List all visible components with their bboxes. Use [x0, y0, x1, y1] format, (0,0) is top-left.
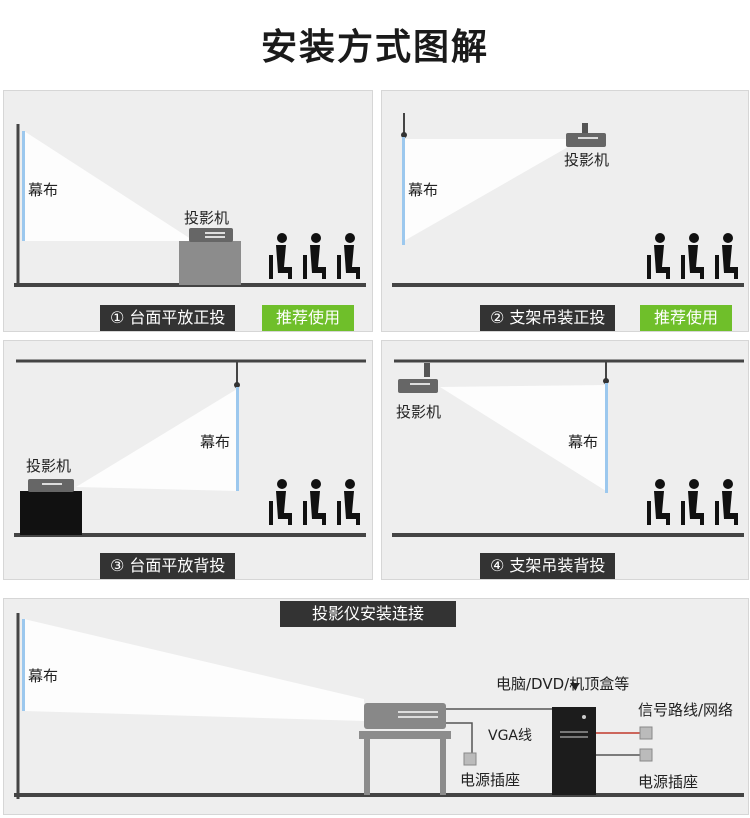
- projector-label: 投影机: [564, 151, 610, 169]
- vga-cable-label: VGA线: [488, 728, 533, 744]
- panel-table-front-projection: 幕布 投影机 ① 台面平放正投 推荐使用: [3, 90, 373, 332]
- panel-1-illustration: [14, 124, 366, 287]
- panel-table-rear-projection: 幕布 投影机 ③ 台面平放背投: [3, 340, 373, 580]
- screen-label: 幕布: [200, 433, 231, 451]
- caption-1: ① 台面平放正投: [100, 305, 236, 331]
- panel-3-illustration: [14, 359, 366, 537]
- connection-title: 投影仪安装连接: [280, 601, 457, 627]
- screen-label: 幕布: [568, 433, 599, 451]
- power-socket-right-label: 电源插座: [638, 773, 699, 791]
- projector-label: 投影机: [396, 403, 442, 421]
- caption-2: ② 支架吊装正投: [480, 305, 616, 331]
- connection-screen-label: 幕布: [28, 667, 59, 685]
- projector-label: 投影机: [184, 209, 230, 227]
- projector-label: 投影机: [26, 457, 72, 475]
- caption-4: ④ 支架吊装背投: [480, 553, 616, 579]
- computer-label: 电脑/DVD/机顶盒等: [496, 675, 630, 693]
- panel-2-illustration: [392, 113, 744, 287]
- power-socket-left-label: 电源插座: [460, 771, 521, 789]
- signal-network-label: 信号路线/网络: [638, 701, 734, 719]
- panel-ceiling-front-projection: 幕布 投影机 ② 支架吊装正投 推荐使用: [381, 90, 749, 332]
- connection-illustration: [14, 613, 744, 799]
- panel-ceiling-rear-projection: 投影机 幕布 ④ 支架吊装背投: [381, 340, 749, 580]
- caption-3: ③ 台面平放背投: [100, 553, 236, 579]
- recommended-badge-1: 推荐使用: [262, 305, 355, 331]
- page-title: 安装方式图解: [260, 27, 489, 68]
- recommended-badge-2: 推荐使用: [640, 305, 733, 331]
- panel-4-illustration: [392, 359, 744, 537]
- screen-label: 幕布: [408, 181, 439, 199]
- panel-installation-connection: 投影仪安装连接 幕布 电脑/DVD/机顶盒等 VGA线 电源插座 信号路线/网络…: [3, 598, 749, 815]
- screen-label: 幕布: [28, 181, 59, 199]
